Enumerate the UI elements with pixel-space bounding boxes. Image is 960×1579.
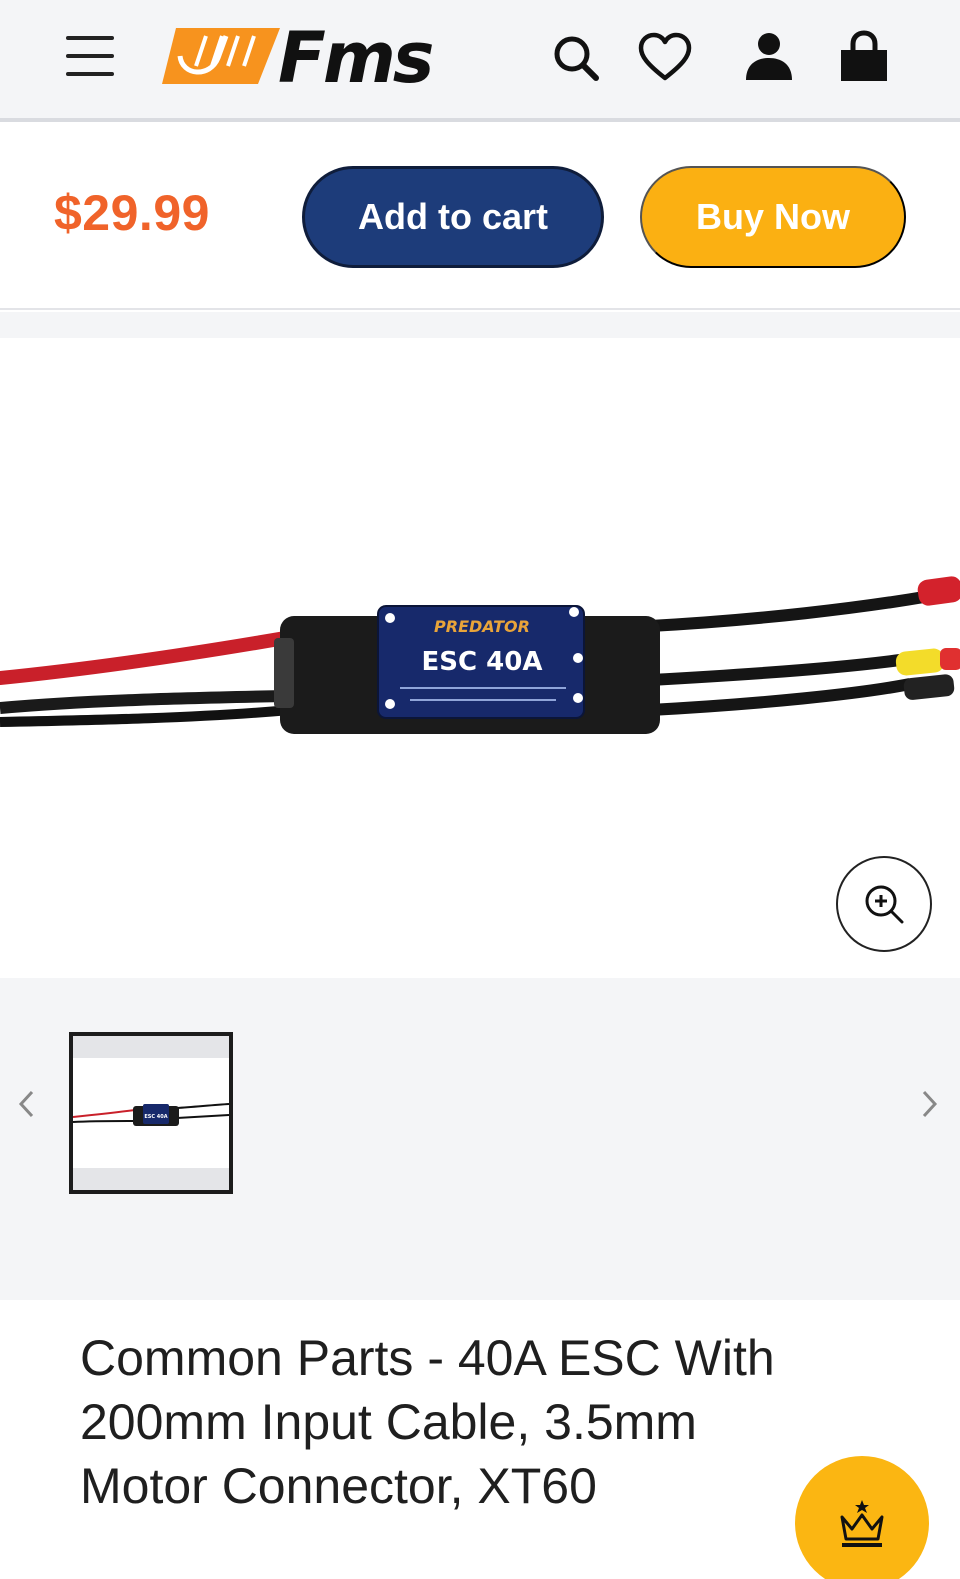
product-main-image[interactable]: PREDATOR ESC 40A (0, 338, 960, 978)
heart-icon[interactable] (637, 30, 693, 86)
zoom-in-icon (865, 885, 904, 924)
product-title: Common Parts - 40A ESC With 200mm Input … (80, 1330, 775, 1514)
crown-icon (840, 1500, 884, 1547)
esc-brand-label: PREDATOR (434, 617, 530, 636)
buy-now-button[interactable]: Buy Now (640, 166, 906, 268)
shopping-bag-icon[interactable] (836, 30, 892, 86)
product-price: $29.99 (54, 185, 210, 241)
site-header: Fms (0, 0, 960, 122)
esc-product-photo: PREDATOR ESC 40A (0, 576, 960, 734)
section-divider (0, 312, 960, 338)
product-thumbnail[interactable]: ESC 40A (69, 1032, 233, 1194)
hamburger-menu-icon[interactable] (66, 34, 114, 78)
sticky-buy-bar: $29.99 Add to cart Buy Now (0, 126, 960, 310)
esc-model-label: ESC 40A (422, 647, 543, 677)
carousel-next-button[interactable] (910, 1084, 950, 1124)
account-icon[interactable] (741, 30, 797, 86)
chevron-right-icon (922, 1090, 938, 1118)
chevron-left-icon (18, 1090, 34, 1118)
thumbnail-image: ESC 40A (73, 1036, 229, 1190)
thumbnail-model-label: ESC 40A (144, 1114, 167, 1120)
add-to-cart-button[interactable]: Add to cart (302, 166, 604, 268)
logo-text: Fms (278, 22, 433, 90)
carousel-prev-button[interactable] (6, 1084, 46, 1124)
rewards-button[interactable] (795, 1456, 929, 1579)
fms-logo[interactable]: Fms (162, 22, 492, 90)
thumbnail-carousel: ESC 40A (0, 978, 960, 1300)
search-icon[interactable] (548, 30, 604, 86)
zoom-button[interactable] (836, 856, 932, 952)
